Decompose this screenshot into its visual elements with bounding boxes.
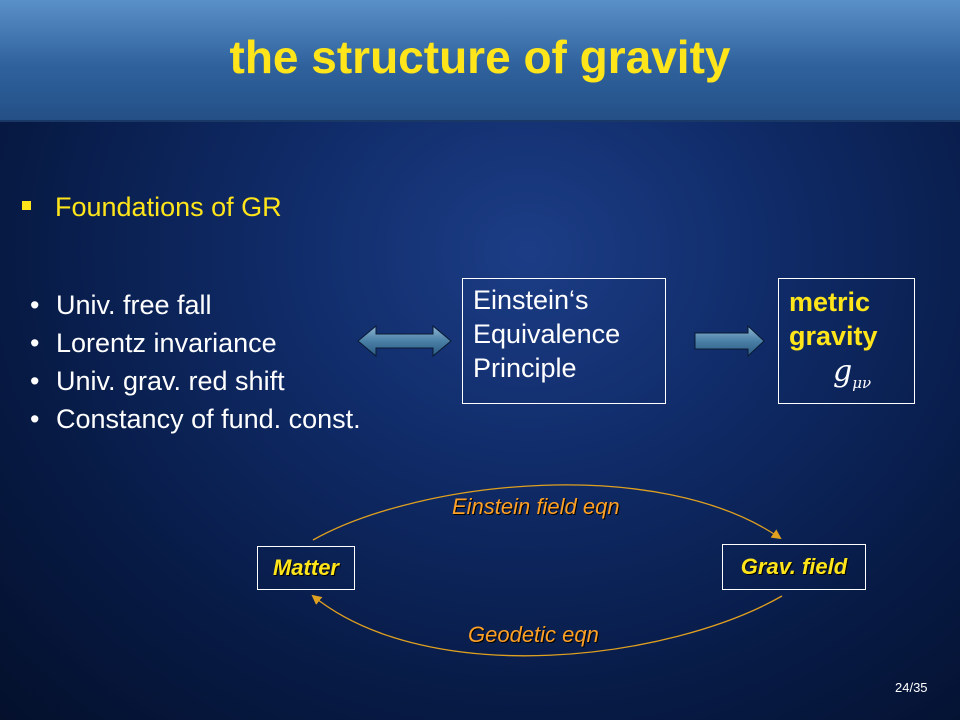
list-item: • Univ. grav. red shift [30, 362, 361, 400]
bullet-dot-icon: • [30, 404, 40, 434]
list-item-text: Univ. free fall [56, 290, 212, 320]
principles-list: • Univ. free fall • Lorentz invariance • Un… [30, 286, 361, 438]
list-item: • Constancy of fund. const. [30, 400, 361, 438]
metric-tensor-symbol: gμν [833, 355, 871, 400]
metric-symbol: g [833, 354, 853, 389]
metric-gravity-box: metric gravity gμν [778, 278, 915, 404]
list-item-text: Lorentz invariance [56, 328, 277, 358]
eep-line: Equivalence [473, 319, 621, 349]
right-arrow-icon [694, 324, 765, 358]
grav-field-box: Grav. field [722, 544, 866, 590]
list-item: • Lorentz invariance [30, 324, 361, 362]
bullet-dot-icon: • [30, 366, 40, 396]
section-heading-text: Foundations of GR [55, 192, 282, 222]
list-item: • Univ. free fall [30, 286, 361, 324]
eep-line: Einstein‘s [473, 285, 589, 315]
eep-line: Principle [473, 353, 577, 383]
geodetic-eqn-label: Geodetic eqn [468, 622, 599, 647]
metric-line: metric [789, 287, 871, 317]
slide-title: the structure of gravity [229, 31, 731, 83]
matter-box: Matter [257, 546, 355, 590]
list-item-text: Univ. grav. red shift [56, 366, 285, 396]
section-heading: Foundations of GR [22, 192, 282, 223]
einstein-field-eqn-label: Einstein field eqn [452, 494, 620, 519]
bullet-dot-icon: • [30, 290, 40, 320]
metric-line: gravity [789, 321, 878, 351]
metric-subscript: μν [852, 374, 872, 392]
bullet-dot-icon: • [30, 328, 40, 358]
page-number: 24/35 [895, 680, 928, 695]
title-bar [0, 0, 960, 122]
double-arrow-icon [357, 324, 452, 358]
list-item-text: Constancy of fund. const. [56, 404, 361, 434]
equivalence-principle-box: Einstein‘s Equivalence Principle [462, 278, 666, 404]
square-bullet-icon [22, 201, 31, 211]
